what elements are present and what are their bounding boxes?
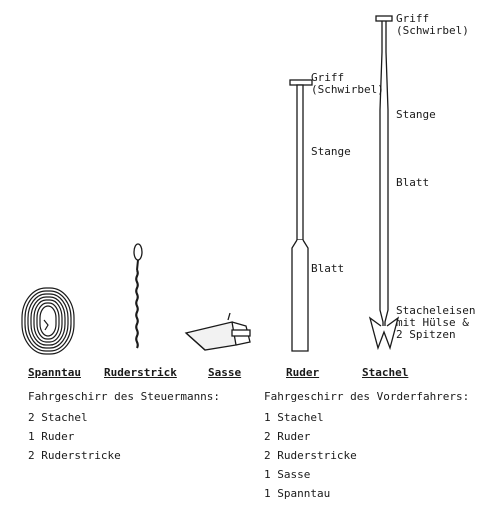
list-item: 1 Spanntau (264, 487, 331, 500)
caption-sasse: Sasse (208, 366, 242, 379)
caption-spanntau: Spanntau (28, 366, 81, 379)
vorderfahrer-title: Fahrgeschirr des Vorderfahrers: (264, 390, 470, 403)
list-item: 1 Stachel (264, 411, 324, 424)
list-item: 1 Ruder (28, 430, 75, 443)
stachel-schwirbel-label: (Schwirbel) (396, 24, 469, 37)
list-item: 2 Ruder (264, 430, 311, 443)
caption-stachel: Stachel (362, 366, 409, 379)
ruder-blatt-label: Blatt (311, 262, 345, 275)
list-item: 2 Ruderstricke (28, 449, 121, 462)
vorderfahrer-list: Fahrgeschirr des Vorderfahrers: 1 Stache… (264, 387, 469, 503)
caption-ruderstrick: Ruderstrick (104, 366, 177, 379)
steuermann-title: Fahrgeschirr des Steuermanns: (28, 390, 221, 403)
stachel-stange-label: Stange (396, 108, 436, 121)
stachel-pole (368, 15, 400, 351)
ruder-griff-label: Griff (311, 71, 345, 84)
stacheleisen-label-3: 2 Spitzen (396, 328, 456, 341)
stachel-griff-label: Griff (396, 12, 430, 25)
stacheleisen-label-1: Stacheleisen (396, 304, 476, 317)
list-item: 2 Stachel (28, 411, 88, 424)
ruder-schwirbel-label: (Schwirbel) (311, 83, 384, 96)
stachel-blatt-label: Blatt (396, 176, 430, 189)
ruder-oar (289, 79, 313, 352)
ruder-stange-label: Stange (311, 145, 351, 158)
spanntau-coil (21, 287, 75, 355)
steuermann-list: Fahrgeschirr des Steuermanns: 2 Stachel … (28, 387, 220, 465)
ruderstrick-rope (133, 243, 143, 349)
list-item: 2 Ruderstricke (264, 449, 357, 462)
caption-ruder: Ruder (286, 366, 320, 379)
sasse-scoop (184, 312, 251, 351)
list-item: 1 Sasse (264, 468, 311, 481)
stacheleisen-label-2: mit Hülse & (396, 316, 469, 329)
